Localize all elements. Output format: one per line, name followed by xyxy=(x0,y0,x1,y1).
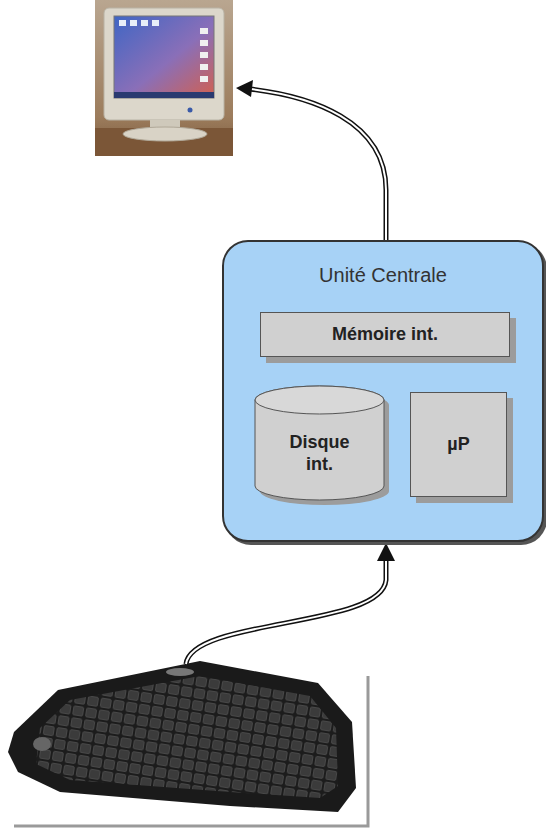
component-label: µP xyxy=(447,434,469,456)
input-arrow xyxy=(186,543,395,664)
central-unit-box: Unité CentraleMémoire int. Disque int. µP xyxy=(222,240,544,542)
disk-cylinder: Disque int. xyxy=(252,384,387,502)
cylinder-top xyxy=(255,386,384,414)
output-arrow xyxy=(236,80,386,240)
processor-box: µP xyxy=(410,392,507,497)
component-label: Mémoire int. xyxy=(332,324,438,346)
cylinder-body xyxy=(255,386,384,500)
monitor-illustration xyxy=(95,0,233,156)
component-label: Disque int. xyxy=(280,432,360,475)
unit-title: Unité Centrale xyxy=(224,264,542,287)
keyboard-illustration xyxy=(8,661,368,826)
memory-box: Mémoire int. xyxy=(260,312,510,357)
